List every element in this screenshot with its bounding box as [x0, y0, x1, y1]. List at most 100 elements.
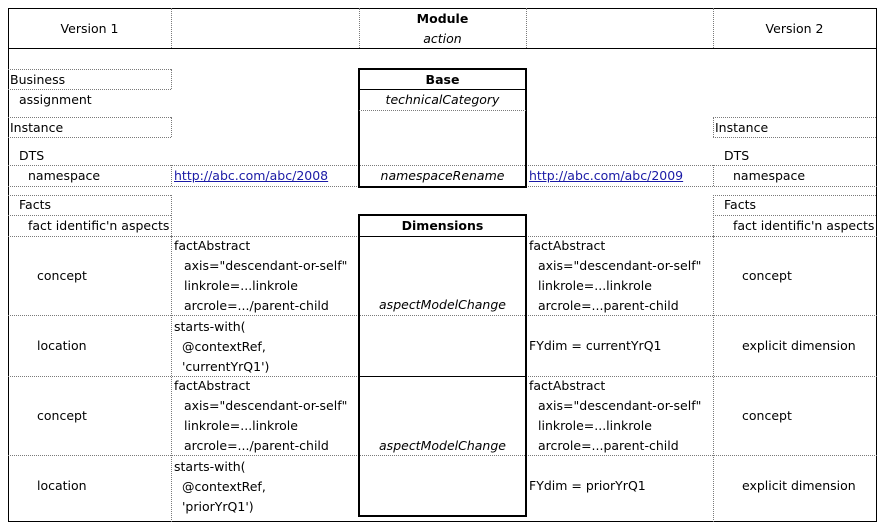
version1-heading: Version 1: [60, 21, 119, 36]
location-label: location: [37, 478, 87, 493]
cell-line: [8, 137, 171, 138]
dimensions-box-bottom: [358, 515, 527, 517]
base-category: technicalCategory: [385, 92, 500, 107]
instance-label-v2: Instance: [715, 120, 769, 135]
v1-concept-line: arcrole=.../parent-child: [184, 438, 329, 453]
dimensions-mid-divider: [359, 376, 526, 377]
module-subheading: action: [423, 31, 462, 46]
border-top: [8, 8, 877, 9]
cell-line: [8, 215, 171, 216]
base-box-bottom: [358, 186, 527, 188]
fact-aspects-label: fact identific'n aspects: [28, 218, 170, 233]
cell-line: [171, 117, 172, 137]
namespace-label-v2: namespace: [733, 168, 806, 183]
concept-label-v2: concept: [742, 268, 792, 283]
base-box-right: [525, 68, 527, 188]
v2-concept-line: linkrole=...linkrole: [538, 278, 652, 293]
base-category-divider: [359, 110, 526, 111]
base-title-divider: [359, 89, 526, 90]
business-label: Business: [10, 72, 66, 87]
v2-concept-line: axis="descendant-or-self": [538, 398, 702, 413]
row-line-namespace: [8, 165, 877, 166]
border-right: [876, 8, 877, 522]
v2-concept-line: arcrole=...parent-child: [538, 438, 679, 453]
v1-location-line: starts-with(: [174, 319, 246, 334]
v1-location-line: @contextRef,: [182, 479, 266, 494]
v1-location-line: 'priorYrQ1'): [182, 499, 254, 514]
version2-heading: Version 2: [765, 21, 824, 36]
cell-line: [171, 165, 172, 186]
header-sep: [526, 8, 527, 48]
cell-line: [713, 165, 714, 186]
header-sep: [171, 8, 172, 48]
facts-label: Facts: [19, 197, 51, 212]
header-divider: [8, 48, 877, 49]
cell-line: [171, 195, 172, 236]
instance-label: Instance: [10, 120, 64, 135]
cell-line: [8, 89, 171, 90]
cell-line: [713, 195, 876, 196]
cell-line: [713, 215, 876, 216]
cell-line: [171, 69, 172, 89]
explicit-dimension-label: explicit dimension: [742, 338, 856, 353]
v2-location-expr: FYdim = priorYrQ1: [529, 478, 646, 493]
v2-concept-line: arcrole=...parent-child: [538, 298, 679, 313]
namespace-label: namespace: [28, 168, 101, 183]
module-heading: Module: [416, 11, 469, 26]
base-box-top: [358, 68, 527, 70]
row-line: [8, 315, 877, 316]
facts-label-v2: Facts: [724, 197, 756, 212]
dimensions-box-left: [358, 214, 360, 517]
v1-concept-line: factAbstract: [174, 238, 251, 253]
col-line: [171, 236, 172, 522]
namespace-rename-action: namespaceRename: [380, 168, 505, 183]
v1-concept-line: factAbstract: [174, 378, 251, 393]
v2-concept-line: linkrole=...linkrole: [538, 418, 652, 433]
dimensions-box-top: [358, 214, 527, 216]
aspect-model-change-action: aspectModelChange: [379, 297, 506, 312]
v1-concept-line: axis="descendant-or-self": [184, 398, 348, 413]
v1-location-line: 'currentYrQ1'): [182, 359, 270, 374]
v1-location-line: @contextRef,: [182, 339, 266, 354]
base-title: Base: [425, 72, 460, 87]
v2-namespace-link[interactable]: http://abc.com/abc/2009: [529, 168, 684, 183]
v1-location-line: starts-with(: [174, 459, 246, 474]
fact-aspects-label-v2: fact identific'n aspects: [733, 218, 875, 233]
v1-concept-line: linkrole=...linkrole: [184, 418, 298, 433]
cell-line: [8, 69, 171, 70]
v1-concept-line: axis="descendant-or-self": [184, 258, 348, 273]
border-bottom: [8, 521, 877, 522]
cell-line: [8, 195, 171, 196]
v1-concept-line: linkrole=...linkrole: [184, 278, 298, 293]
dts-label-v2: DTS: [724, 148, 750, 163]
dimensions-box-right: [525, 214, 527, 517]
base-box-left: [358, 68, 360, 188]
row-line: [8, 455, 877, 456]
v1-concept-line: arcrole=.../parent-child: [184, 298, 329, 313]
cell-line: [713, 137, 876, 138]
v2-concept-line: factAbstract: [529, 378, 606, 393]
cell-line: [8, 117, 171, 118]
v1-namespace-link[interactable]: http://abc.com/abc/2008: [174, 168, 329, 183]
cell-line: [713, 117, 714, 137]
cell-line: [713, 117, 876, 118]
col-line: [713, 236, 714, 522]
dts-label: DTS: [19, 148, 45, 163]
explicit-dimension-label: explicit dimension: [742, 478, 856, 493]
header-sep: [359, 8, 360, 48]
header-sep: [713, 8, 714, 48]
location-label: location: [37, 338, 87, 353]
v2-location-expr: FYdim = currentYrQ1: [529, 338, 662, 353]
aspect-model-change-action: aspectModelChange: [379, 438, 506, 453]
v2-concept-line: factAbstract: [529, 238, 606, 253]
concept-label: concept: [37, 408, 87, 423]
concept-label: concept: [37, 268, 87, 283]
dimensions-title-divider: [359, 236, 526, 237]
cell-line: [713, 195, 714, 236]
border-left: [8, 8, 9, 522]
dimensions-title: Dimensions: [401, 218, 484, 233]
assignment-label: assignment: [19, 92, 92, 107]
v2-concept-line: axis="descendant-or-self": [538, 258, 702, 273]
concept-label-v2: concept: [742, 408, 792, 423]
